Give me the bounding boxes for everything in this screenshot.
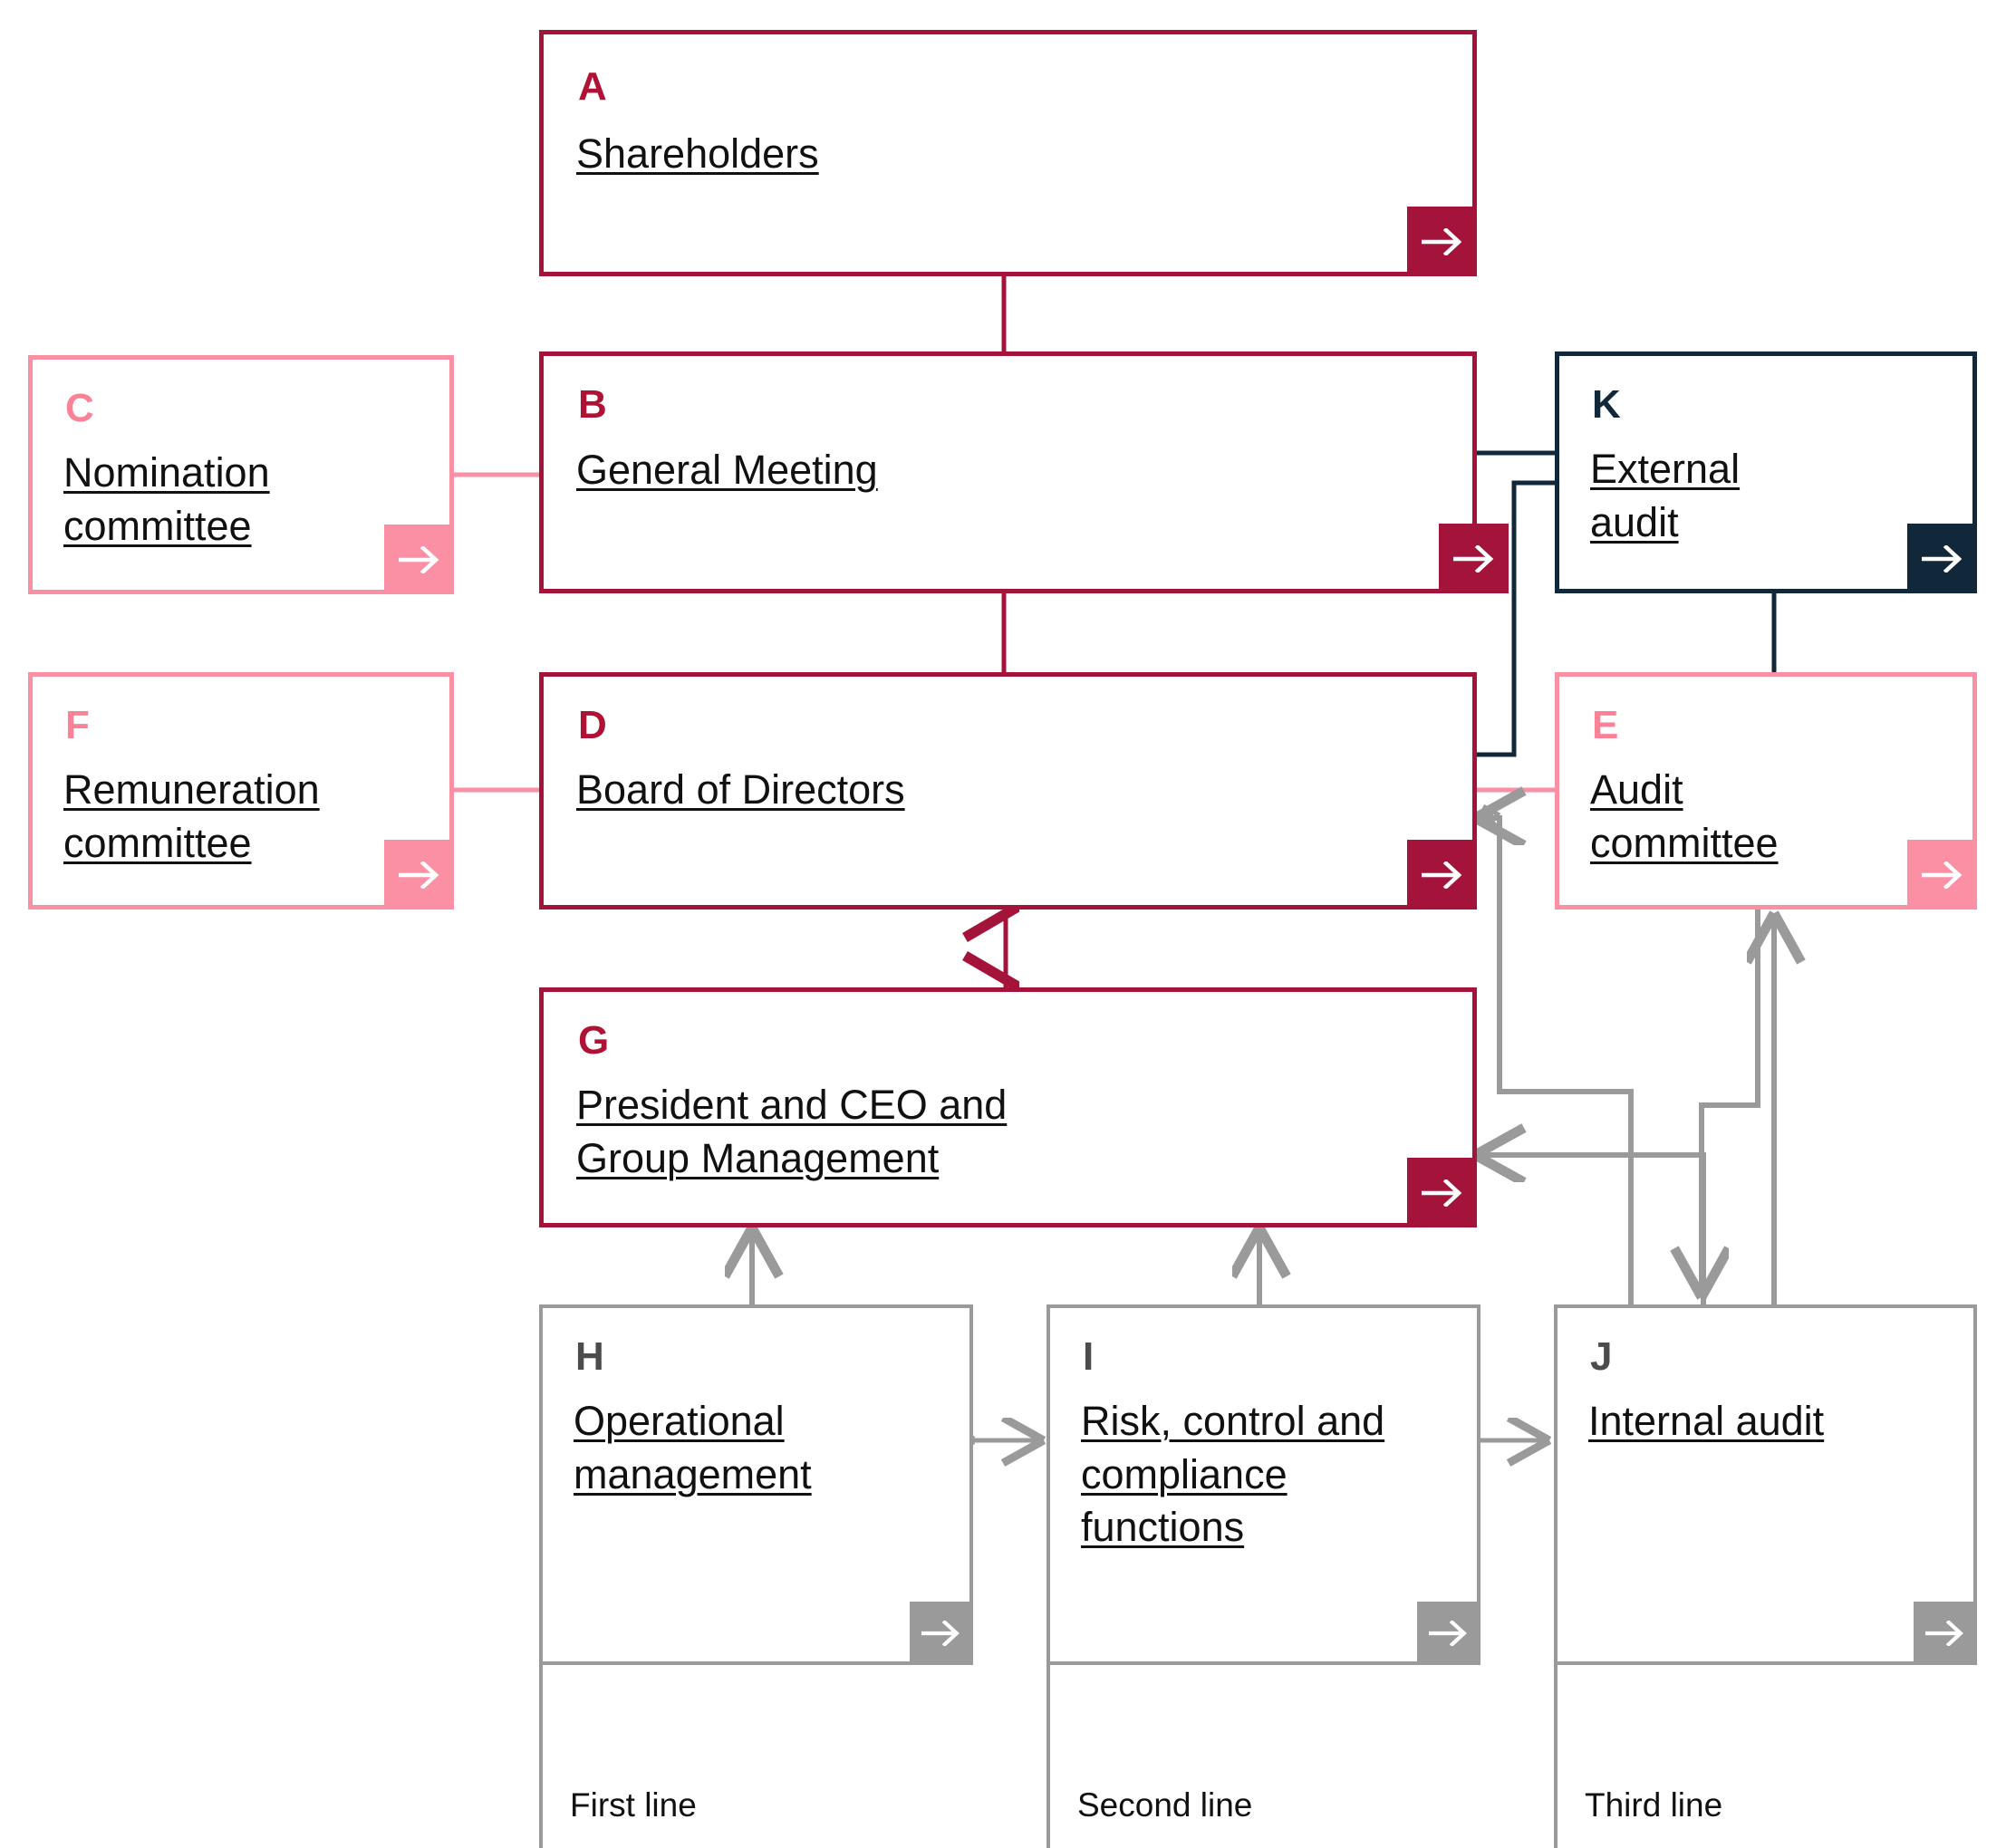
node-h-operational-management[interactable]: H Operational management [539,1304,973,1665]
node-g-president-ceo-group-management[interactable]: G President and CEO and Group Management [539,987,1477,1227]
node-k-link-button[interactable] [1907,524,1977,593]
node-j-title: Internal audit [1588,1398,1825,1444]
node-b-general-meeting[interactable]: B General Meeting [539,351,1509,593]
connector-k-to-d [1467,480,1555,757]
node-d-link-button[interactable] [1407,840,1477,910]
node-j-link-button[interactable] [1914,1602,1977,1665]
node-d-letter: D [578,703,607,747]
node-d-title: Board of Directors [576,766,905,813]
arrow-right-icon [1421,1179,1461,1207]
node-e-letter: E [1592,703,1619,747]
node-f-remuneration-committee[interactable]: F Remuneration committee [28,672,454,910]
arrow-right-icon [921,1621,960,1646]
arrow-right-icon [1421,227,1461,255]
node-b-title: General Meeting [576,447,878,493]
lane-label-third: Third line [1585,1786,1723,1824]
arrow-right-icon [398,545,439,573]
node-h-letter: H [575,1334,604,1379]
node-k-letter: K [1592,382,1621,427]
node-g-letter: G [578,1018,610,1063]
arrow-right-icon [1429,1621,1467,1646]
node-a-letter: A [578,64,607,109]
arrow-right-icon [1452,544,1493,573]
node-i-letter: I [1083,1334,1095,1379]
node-i-title: Risk, control and compliance functions [1081,1398,1385,1550]
node-c-nomination-committee[interactable]: C Nomination committee [28,355,454,594]
node-a-title: Shareholders [576,130,819,177]
node-f-link-button[interactable] [384,840,454,910]
node-j-letter: J [1590,1334,1613,1379]
connector-e-to-j [1702,906,1760,1297]
node-h-title: Operational management [574,1398,812,1497]
node-c-title: Nomination committee [63,449,270,549]
arrow-right-icon [1421,861,1461,889]
node-f-letter: F [65,703,90,747]
node-c-letter: C [65,386,94,430]
node-b-link-button[interactable] [1439,524,1509,593]
arrow-right-icon [398,861,439,889]
lane-label-second: Second line [1077,1786,1253,1824]
node-i-link-button[interactable] [1417,1602,1480,1665]
node-h-link-button[interactable] [910,1602,973,1665]
node-c-link-button[interactable] [384,525,454,594]
node-e-title: Audit committee [1590,766,1779,866]
connector-j-to-d-head [1475,818,1634,1304]
node-f-title: Remuneration committee [63,766,320,866]
node-d-board-of-directors[interactable]: D Board of Directors [539,672,1477,910]
node-j-internal-audit[interactable]: J Internal audit [1554,1304,1977,1665]
node-g-link-button[interactable] [1407,1158,1477,1227]
node-e-audit-committee[interactable]: E Audit committee [1555,672,1977,910]
node-i-risk-control-compliance[interactable]: I Risk, control and compliance functions [1046,1304,1480,1665]
arrow-right-icon [1925,1621,1963,1646]
node-g-title: President and CEO and Group Management [576,1082,1008,1181]
arrow-right-icon [1921,544,1962,573]
connector-j-to-g [1475,1155,1706,1304]
arrow-right-icon [1921,861,1962,889]
node-b-letter: B [578,382,607,427]
node-k-external-audit[interactable]: K External audit [1555,351,1977,593]
node-e-link-button[interactable] [1907,840,1977,910]
node-k-title: External audit [1590,446,1741,545]
node-a-shareholders[interactable]: A Shareholders [539,30,1477,276]
lane-label-first: First line [570,1786,697,1824]
node-a-link-button[interactable] [1407,207,1477,276]
